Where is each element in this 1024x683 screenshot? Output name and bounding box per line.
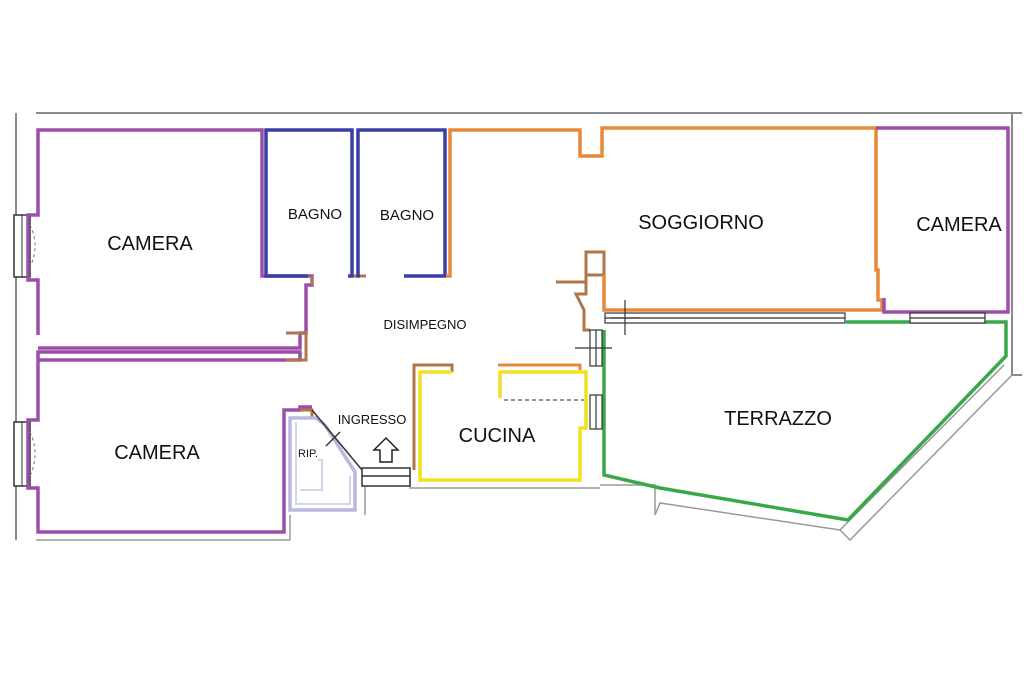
label-bagno-2: BAGNO — [380, 207, 434, 224]
up-arrow-icon — [372, 436, 400, 463]
label-bagno-1: BAGNO — [288, 206, 342, 223]
door-cucina-terrazzo — [575, 329, 612, 430]
label-cucina: CUCINA — [459, 425, 536, 447]
room-outline-cucina — [418, 370, 588, 482]
room-outline-bagno-1 — [264, 128, 354, 278]
label-camera-top-left: CAMERA — [107, 233, 193, 255]
window-top-left — [13, 214, 36, 278]
label-soggiorno: SOGGIORNO — [638, 212, 764, 234]
exterior-walls — [15, 112, 1022, 542]
room-outline-camera-bottom-left — [26, 350, 312, 534]
window-bottom-left — [13, 421, 36, 487]
label-disimpegno: DISIMPEGNO — [383, 317, 466, 332]
label-camera-bottom-left: CAMERA — [114, 442, 200, 464]
glass-doors — [604, 300, 986, 335]
room-outline-camera-right — [876, 126, 1010, 314]
label-terrazzo: TERRAZZO — [724, 408, 832, 430]
entrance-door — [311, 409, 411, 487]
room-outline-terrazzo — [602, 320, 1008, 522]
room-outline-bagno-2 — [356, 128, 447, 278]
label-ripostiglio: RIP. — [298, 448, 318, 460]
room-outline-ripostiglio — [288, 416, 357, 512]
label-camera-right: CAMERA — [916, 214, 1002, 236]
label-ingresso: INGRESSO — [338, 412, 407, 427]
